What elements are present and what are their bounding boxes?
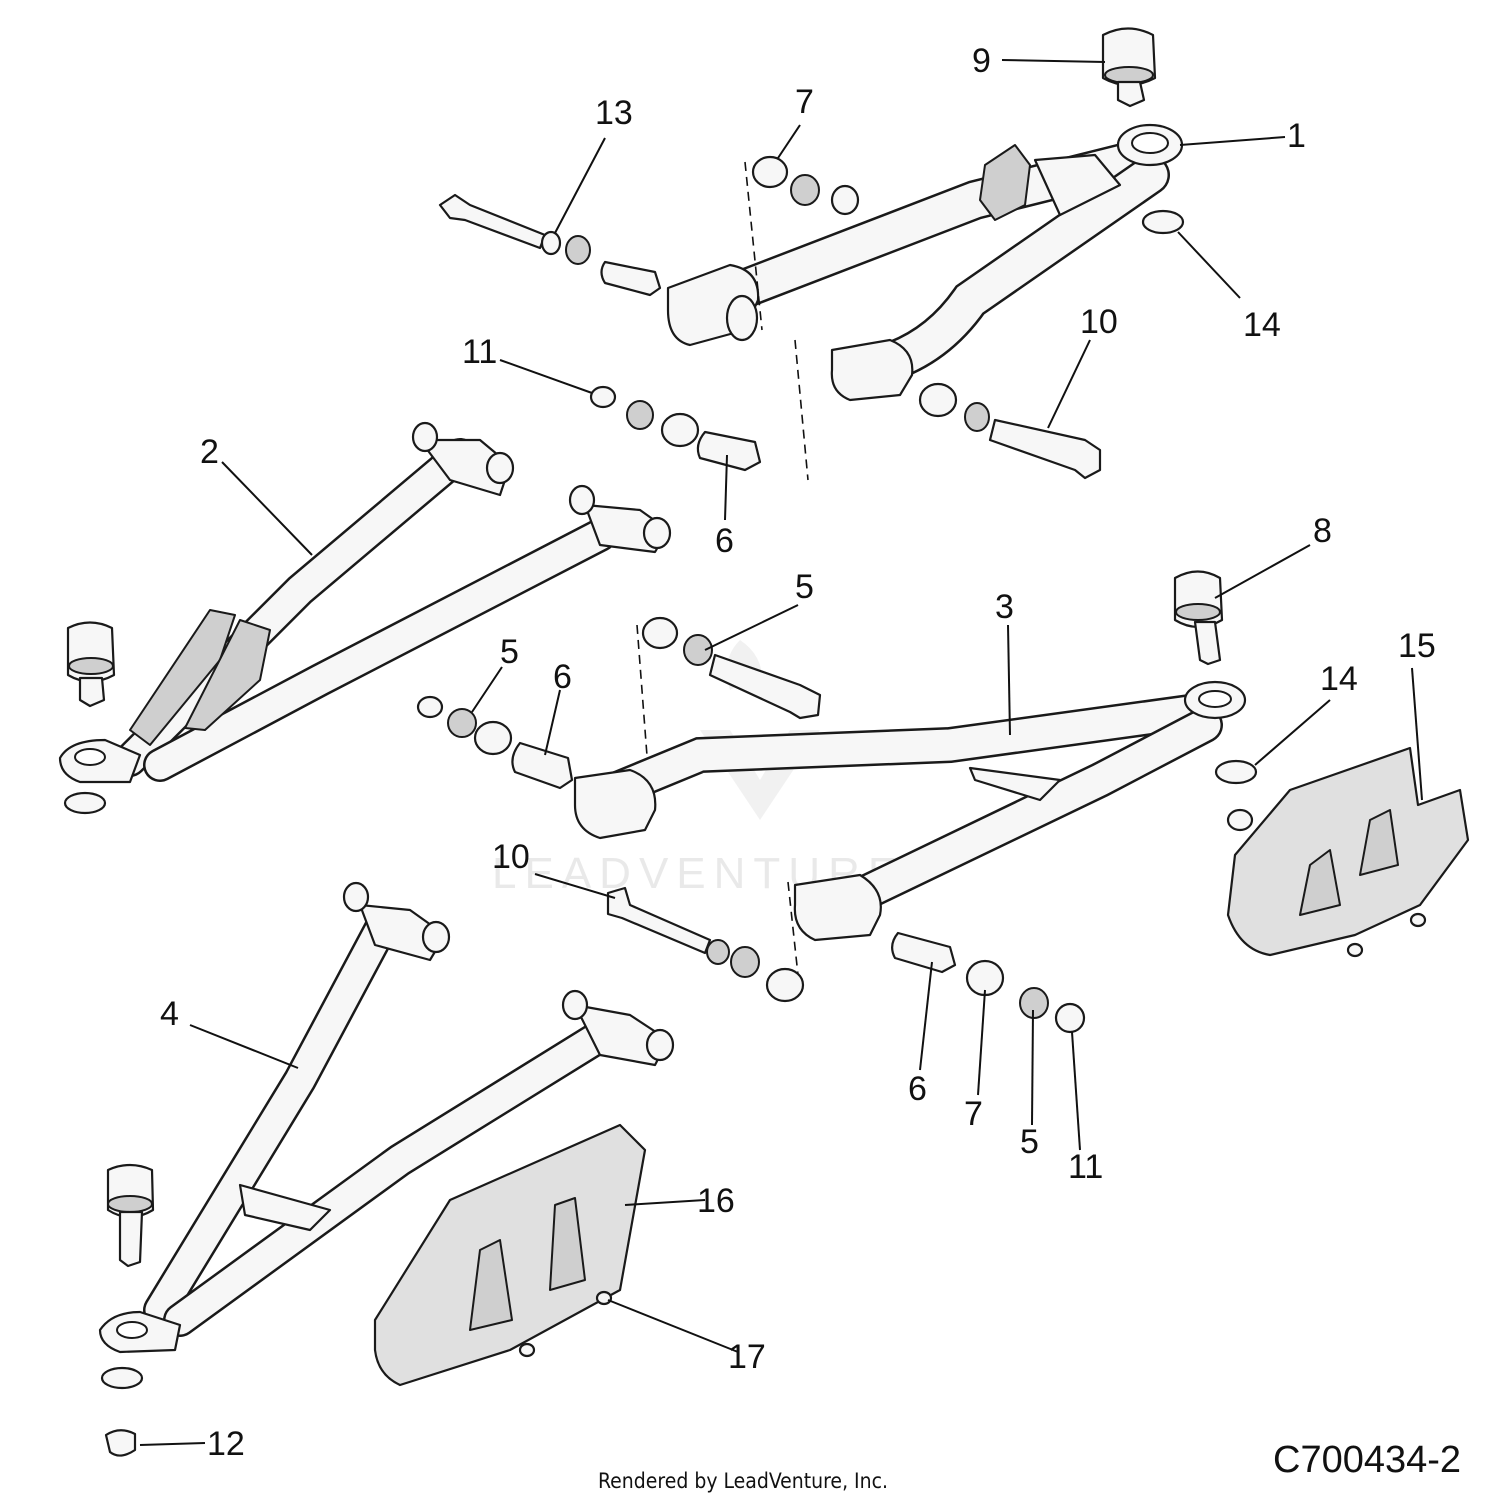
callout-9: 9 <box>972 42 991 80</box>
skid-guard-15 <box>1226 746 1470 958</box>
ball-joint-left-upper <box>66 621 116 708</box>
callout-6-lower: 6 <box>908 1070 927 1108</box>
callout-13: 13 <box>595 94 633 132</box>
callout-5-lower: 5 <box>1020 1123 1039 1161</box>
skid-guard-16 <box>373 1123 647 1387</box>
callout-3: 3 <box>995 588 1014 626</box>
callout-11-upper: 11 <box>462 333 497 371</box>
callout-4: 4 <box>160 995 179 1033</box>
callout-numbers: 1 2 3 4 5 5 5 6 6 6 7 7 8 9 10 10 11 11 … <box>160 42 1436 1463</box>
callout-12: 12 <box>207 1425 245 1463</box>
callout-5-left: 5 <box>500 633 519 671</box>
callout-8: 8 <box>1313 512 1332 550</box>
callout-7-lower: 7 <box>964 1095 983 1133</box>
callout-6-upper: 6 <box>715 522 734 560</box>
callout-17: 17 <box>728 1338 766 1376</box>
callout-1: 1 <box>1287 117 1306 155</box>
bushing-12 <box>104 1429 137 1457</box>
lower-a-arm-4 <box>98 881 675 1354</box>
a-arm-2 <box>58 421 672 784</box>
ball-joint-9 <box>1101 27 1157 108</box>
callout-11-lower: 11 <box>1068 1148 1103 1186</box>
callout-10-upper: 10 <box>1080 303 1118 341</box>
callout-6-middle: 6 <box>553 658 572 696</box>
upper-front-hardware <box>438 155 860 297</box>
upper-a-arm-1 <box>666 123 1184 402</box>
callout-14-middle: 14 <box>1320 660 1358 698</box>
upper-rear-hardware <box>589 382 1102 480</box>
callout-2: 2 <box>200 433 219 471</box>
callout-10-lower: 10 <box>492 838 530 876</box>
callout-16: 16 <box>697 1182 735 1220</box>
mid-front-hardware <box>416 616 822 790</box>
snap-rings <box>63 209 1258 1390</box>
callout-14-upper: 14 <box>1243 306 1281 344</box>
drawing-number: C700434-2 <box>1273 1439 1461 1481</box>
callout-15: 15 <box>1398 627 1436 665</box>
callout-5-upper: 5 <box>795 568 814 606</box>
ball-joint-8 <box>1173 570 1224 666</box>
callout-7-upper: 7 <box>795 83 814 121</box>
ball-joint-left-lower <box>106 1163 155 1268</box>
a-arm-3 <box>573 680 1247 942</box>
leader-lines <box>139 59 1423 1446</box>
render-credit: Rendered by LeadVenture, Inc. <box>598 1469 888 1493</box>
